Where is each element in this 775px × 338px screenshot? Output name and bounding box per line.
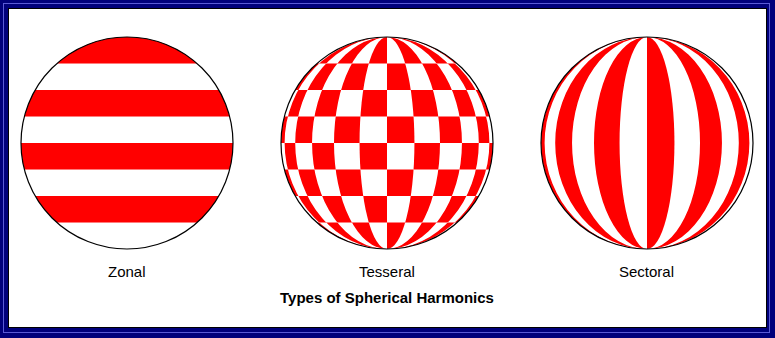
band <box>19 37 235 64</box>
meridian-stripe <box>541 37 647 249</box>
meridian-stripe <box>285 37 387 249</box>
meridian-stripe <box>647 37 749 249</box>
meridian-stripe <box>360 37 387 249</box>
meridian-stripe <box>647 37 722 249</box>
band <box>19 196 235 223</box>
meridian-stripe <box>387 37 479 249</box>
sectoral-sphere <box>541 37 753 249</box>
tesseral-sphere <box>281 37 493 249</box>
harmonic-type-label: Zonal <box>108 263 146 280</box>
harmonic-type-label: Sectoral <box>619 263 674 280</box>
band <box>19 90 235 117</box>
zonal-sphere <box>19 37 235 249</box>
meridian-stripe <box>555 37 647 249</box>
checker-cells <box>285 37 493 249</box>
meridian-stripe <box>647 37 674 249</box>
meridian-stripe <box>594 37 647 249</box>
checker-cells <box>281 37 489 249</box>
harmonic-type-label: Tesseral <box>359 263 415 280</box>
sphere-ground <box>541 37 753 249</box>
diagram-panel: Zonal Tesseral SectoralTypes of Spherical … <box>8 8 767 328</box>
meridian-stripe <box>387 37 440 249</box>
meridian-stripe <box>387 37 493 249</box>
diagram-title: Types of Spherical Harmonics <box>280 289 494 306</box>
band <box>19 143 235 170</box>
meridian-stripe <box>295 37 387 249</box>
meridian-stripe <box>312 37 387 249</box>
sphere-ground <box>281 37 493 249</box>
sphere-outline <box>281 37 493 249</box>
sphere-outline <box>541 37 753 249</box>
meridian-stripe <box>387 37 489 249</box>
sphere-outline <box>21 37 233 249</box>
meridian-stripe <box>281 37 387 249</box>
